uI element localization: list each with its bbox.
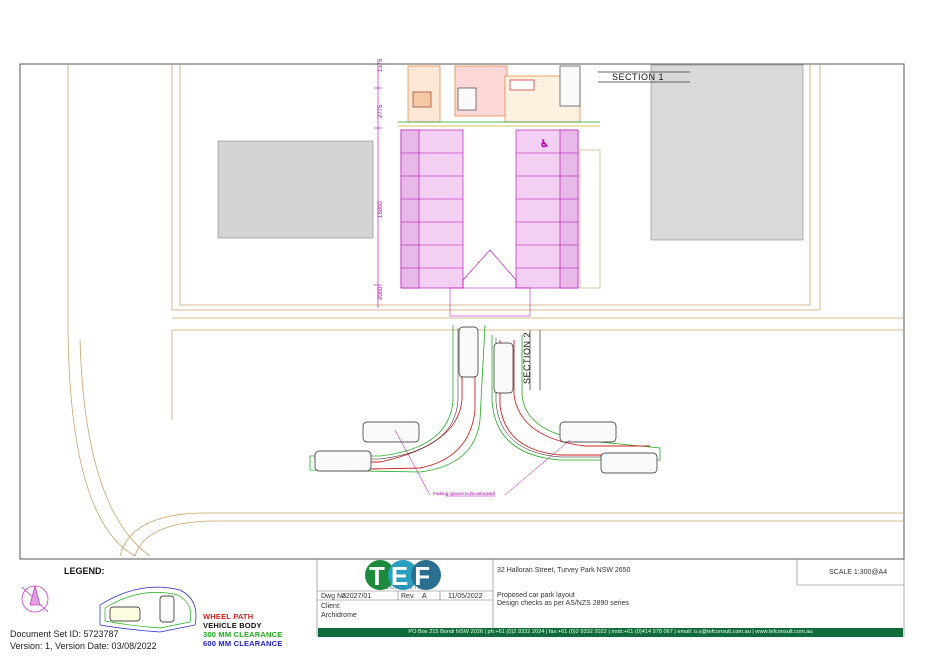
client-value: Archidrome xyxy=(321,612,357,619)
legend-600-clearance: 600 MM CLEARANCE xyxy=(203,639,283,648)
section-1-label: SECTION 1 xyxy=(612,72,665,82)
drawing-border xyxy=(19,63,905,560)
property-boundaries xyxy=(67,64,904,557)
dimension-2000: 2000 xyxy=(378,286,384,300)
scale-text: SCALE 1:300@A4 xyxy=(829,569,888,576)
dwg-no-label: Dwg No xyxy=(321,593,346,600)
footer-contact-bar: PO Box 215 Bondi NSW 2026 | ph:+61 (0)2 … xyxy=(318,628,903,637)
dimension-line xyxy=(374,68,382,308)
dimension-1375: 1375 xyxy=(378,58,384,72)
document-set-id: Document Set ID: 5723787 xyxy=(10,629,119,639)
driveway-arrow xyxy=(462,249,517,288)
parking-bays-left xyxy=(400,129,464,289)
entry-building xyxy=(398,65,600,127)
side-wall xyxy=(579,149,601,289)
dwg-no-value: 22027/01 xyxy=(342,593,372,600)
legend-vehicle-body: VEHICLE BODY xyxy=(203,621,262,630)
svg-text:♿: ♿ xyxy=(540,139,549,150)
legend-sketch xyxy=(99,586,197,633)
note-leaders xyxy=(394,429,571,497)
dimension-2775: 2775 xyxy=(378,104,384,118)
legend-title: LEGEND: xyxy=(64,566,105,576)
section-2-label: SECTION 2 xyxy=(522,331,532,384)
drawing-date: 11/05/2022 xyxy=(448,593,483,600)
section-markers xyxy=(529,71,690,390)
logo-text: TEF xyxy=(369,561,437,591)
driveway-bollards xyxy=(449,287,531,317)
logo-subtitle: CONSULTING xyxy=(385,585,431,591)
description-line-2: Design checks as per AS/NZS 2890 series xyxy=(497,600,629,607)
document-version: Version: 1, Version Date: 03/08/2022 xyxy=(10,641,157,651)
swept-path-body xyxy=(314,328,656,460)
parking-note: Parking spaces to be relocated xyxy=(433,491,495,496)
site-address: 32 Halloran Street, Turvey Park NSW 2650 xyxy=(497,567,631,574)
rev-label: Rev. xyxy=(401,593,415,600)
dimension-15000: 15000 xyxy=(378,201,384,218)
client-label: Client: xyxy=(321,603,341,610)
building-right xyxy=(650,64,804,241)
rev-value: A xyxy=(422,593,427,600)
tef-logo xyxy=(365,560,441,590)
parking-bays-right: ♿ xyxy=(515,129,579,289)
title-block-frame xyxy=(316,559,905,637)
vehicles xyxy=(314,326,658,474)
legend-wheel-path: WHEEL PATH xyxy=(203,612,254,621)
legend-300-clearance: 300 MM CLEARANCE xyxy=(203,630,283,639)
description-line-1: Proposed car park layout xyxy=(497,592,575,599)
building-left xyxy=(217,140,374,239)
swept-path-clearance xyxy=(309,324,661,473)
north-arrow-icon xyxy=(21,584,49,613)
